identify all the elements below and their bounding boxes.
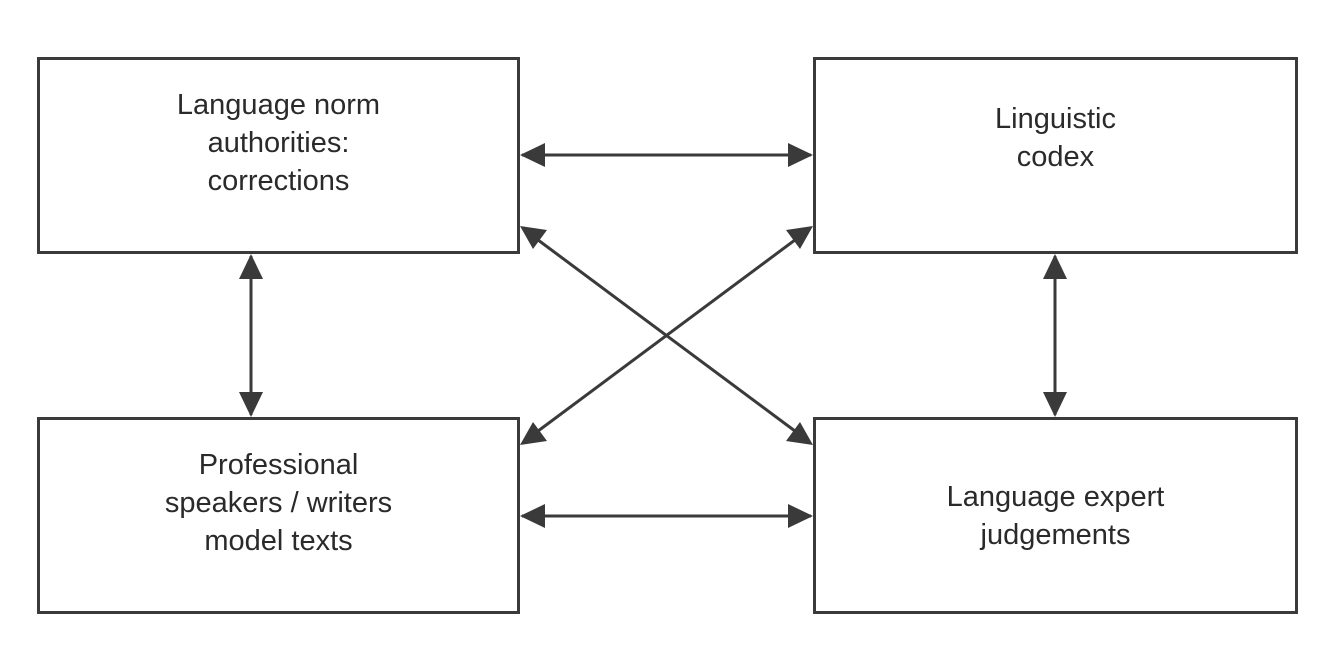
node-label: Language norm authorities: corrections bbox=[176, 88, 381, 197]
node-language-norm-authorities: Language norm authorities: corrections bbox=[37, 57, 520, 254]
edge-bl-br bbox=[520, 504, 813, 528]
edge-tl-bl bbox=[239, 254, 263, 417]
edge-tl-tr bbox=[520, 143, 813, 167]
node-label: Professional speakers / writers model te… bbox=[164, 448, 393, 557]
node-language-expert-judgements: Language expert judgements bbox=[813, 417, 1298, 614]
node-professional-speakers-writers: Professional speakers / writers model te… bbox=[37, 417, 520, 614]
node-linguistic-codex: Linguistic codex bbox=[813, 57, 1298, 254]
edge-tr-bl bbox=[520, 226, 813, 445]
node-label: Linguistic codex bbox=[995, 102, 1116, 173]
node-label: Language expert judgements bbox=[946, 480, 1165, 551]
edge-tr-br bbox=[1043, 254, 1067, 417]
